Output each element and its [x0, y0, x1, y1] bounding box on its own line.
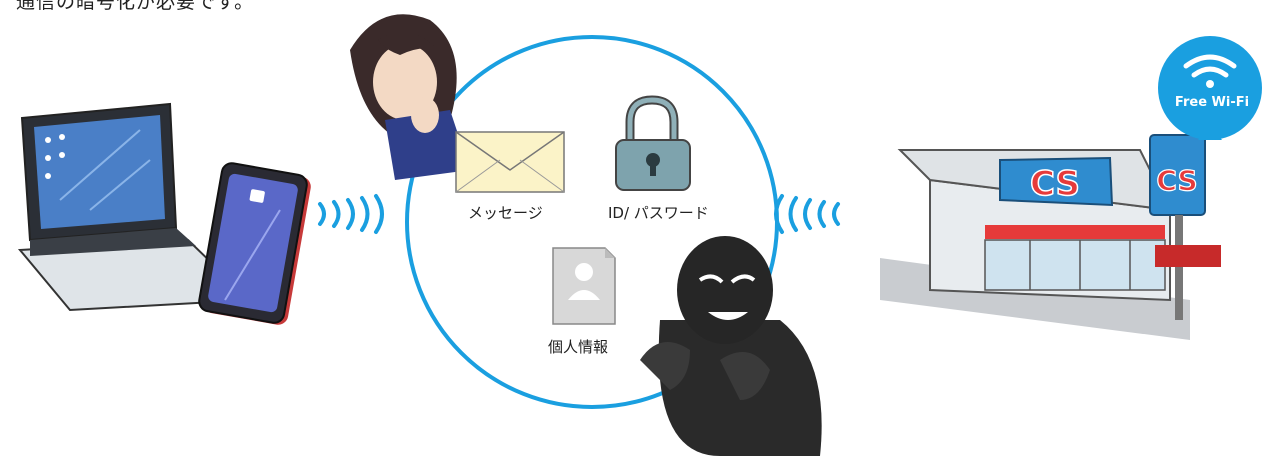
padlock-icon	[615, 95, 691, 191]
laptop-icon	[17, 102, 253, 312]
wifi-label: Free Wi-Fi	[1174, 95, 1250, 110]
wifi-badge	[1158, 36, 1262, 140]
pole-sign-text: CS	[1156, 164, 1197, 197]
heading-text: 通信の暗号化が必要です。	[16, 0, 255, 13]
signal-waves-right-icon	[774, 194, 840, 234]
personal-info-label: 個人情報	[548, 338, 609, 356]
message-label: メッセージ	[468, 204, 543, 222]
convenience-store-icon: CS CS	[880, 134, 1221, 340]
envelope-icon	[455, 131, 565, 193]
signal-waves-left-icon	[318, 194, 384, 234]
store-sign-text: CS	[1030, 164, 1080, 204]
smartphone-icon	[198, 162, 311, 325]
personal-document-icon	[552, 247, 616, 325]
wifi-icon	[1183, 54, 1237, 78]
worried-woman-icon	[350, 14, 470, 180]
password-label: ID/ パスワード	[608, 204, 709, 222]
hacker-icon	[640, 236, 822, 456]
